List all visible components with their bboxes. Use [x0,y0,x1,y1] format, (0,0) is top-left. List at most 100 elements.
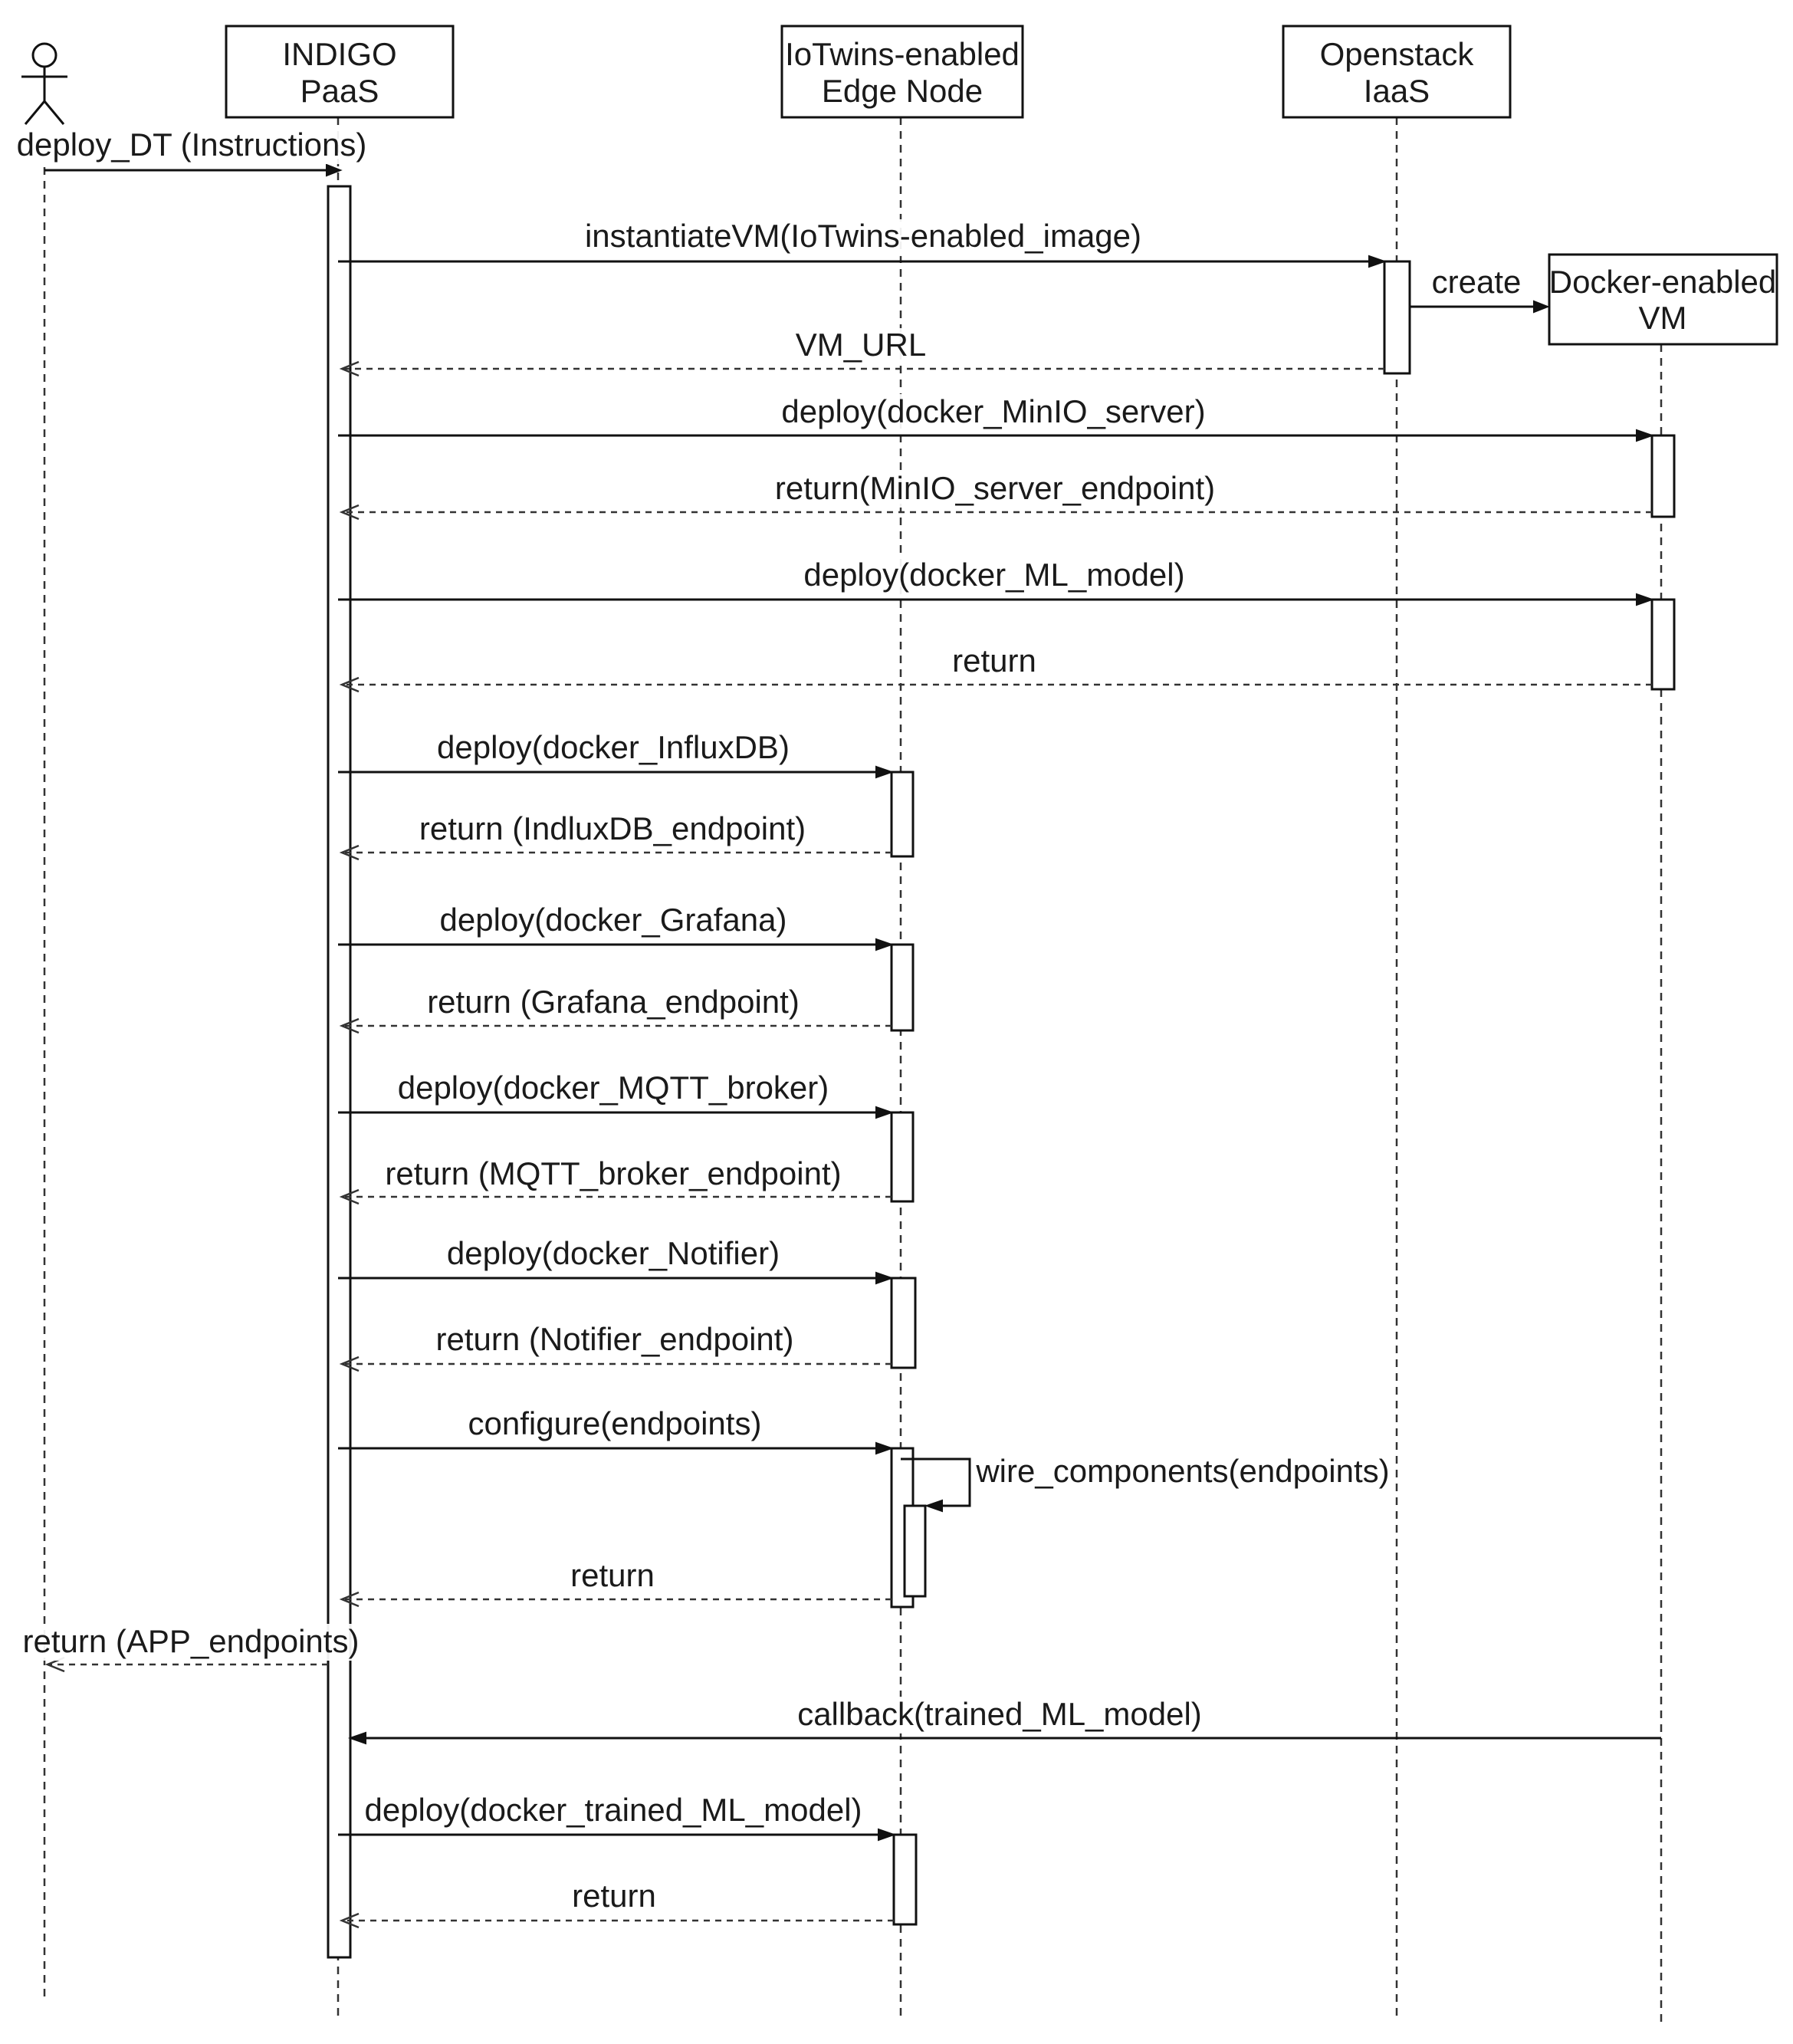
participant-label-line1: INDIGO [282,36,396,72]
label-background [776,471,1214,508]
edge-activation-mqtt [890,1111,915,1203]
participant-iaas: Openstack IaaS [1282,25,1512,119]
message-label: deploy(docker_ML_model) [803,557,1184,593]
participant-box [225,25,455,119]
arrow-head [326,163,343,177]
message-label: return (APP_endpoints) [23,1623,360,1659]
message-deploy-dt: deploy_DT (Instructions) [17,127,367,177]
participant-edge: IoTwins-enabled Edge Node [780,25,1024,119]
message-label: configure(endpoints) [468,1405,762,1441]
message-return-minio: return(MinIO_server_endpoint) [339,470,1652,521]
actor-leg-right [43,100,65,125]
message-return-mqtt: return (MQTT_broker_endpoint) [339,1155,892,1205]
message-deploy-grafana: deploy(docker_Grafana) [338,902,895,951]
label-background [420,811,805,848]
vm-activation-ml-model [1650,598,1676,691]
arrow-head [339,360,360,377]
label-background [469,1406,760,1443]
message-return-trained-model: return [339,1878,894,1929]
message-deploy-trained-model: deploy(docker_trained_ML_model) [338,1792,897,1842]
message-vm-url: VM_URL [339,327,1384,377]
participant-label-line1: Docker-enabled [1549,264,1777,300]
participant-label-line2: VM [1639,300,1687,336]
message-label: return (MQTT_broker_endpoint) [385,1155,841,1191]
arrow-head [875,1271,895,1285]
message-label: VM_URL [796,327,926,363]
label-background [977,1454,1389,1490]
actor-figure [21,42,67,125]
label-background [805,558,1184,595]
arrow-head [924,1499,943,1513]
participant-box [780,25,1024,119]
arrow-head [339,844,360,861]
label-background [20,127,363,164]
message-return-grafana: return (Grafana_endpoint) [339,984,892,1034]
message-label: wire_components(endpoints) [975,1453,1389,1489]
arrow-head [339,1912,360,1929]
participant-paas: INDIGO PaaS [225,25,455,119]
message-label: deploy(docker_MQTT_broker) [398,1070,829,1106]
message-deploy-notifier: deploy(docker_Notifier) [338,1235,895,1285]
label-background [448,1236,779,1273]
arrow-head [875,1106,895,1119]
label-background [569,1558,656,1595]
message-deploy-ml-model: deploy(docker_ML_model) [338,557,1655,606]
participant-label-line1: IoTwins-enabled [785,36,1020,72]
arrow-head [1636,593,1655,606]
arrow-head [339,1017,360,1034]
message-configure: configure(endpoints) [338,1405,895,1455]
message-label: return (Notifier_endpoint) [436,1321,794,1357]
participant-vm: Docker-enabled VM [1548,253,1778,346]
label-background [570,1878,658,1915]
arrow-head [875,938,895,951]
message-label: return [570,1557,655,1593]
message-label: deploy_DT (Instructions) [17,127,367,163]
arrow-head [875,1441,895,1455]
label-background [442,902,785,939]
arrow-head [878,1828,897,1842]
vm-activation-minio [1650,434,1676,518]
message-deploy-influxdb: deploy(docker_InfluxDB) [338,729,895,779]
label-background [782,394,1205,431]
message-label: return [572,1878,656,1914]
message-deploy-minio: deploy(docker_MinIO_server) [338,393,1655,442]
participant-label-line2: PaaS [300,73,379,109]
message-label: return (Grafana_endpoint) [427,984,800,1020]
message-label: deploy(docker_Grafana) [440,902,787,938]
participant-label-line2: Edge Node [822,73,983,109]
edge-activation-wire [903,1504,927,1598]
arrow-head [1636,429,1655,442]
arrow-head [1533,300,1550,314]
message-deploy-mqtt: deploy(docker_MQTT_broker) [338,1070,895,1119]
message-callback: callback(trained_ML_model) [347,1696,1661,1745]
edge-activation-influxdb [890,771,915,858]
message-label: return (IndluxDB_endpoint) [419,810,806,846]
label-background [796,328,926,365]
iaas-activation [1383,260,1411,375]
message-wire-components: wire_components(endpoints) [901,1453,1390,1513]
message-return-influxdb: return (IndluxDB_endpoint) [339,810,892,861]
message-return-ml-model: return [339,642,1652,693]
label-background [23,1624,359,1661]
label-background [438,1322,791,1359]
label-background [1427,265,1525,302]
edge-activation-notifier [890,1277,917,1369]
label-background [797,1697,1202,1733]
label-background [366,1793,860,1829]
arrow-head [1368,255,1387,268]
participant-box [1548,253,1778,346]
arrow-head [339,1188,360,1205]
message-label: deploy(docker_trained_ML_model) [364,1792,862,1828]
message-label: create [1432,264,1522,300]
message-label: deploy(docker_Notifier) [447,1235,780,1271]
participant-label-line1: Openstack [1320,36,1475,72]
message-label: deploy(docker_InfluxDB) [437,729,790,765]
label-background [400,1070,826,1107]
arrow-head [875,765,895,779]
message-instantiate-vm: instantiateVM(IoTwins-enabled_image) [338,218,1387,268]
edge-activation-grafana [890,943,915,1032]
label-background [426,984,800,1021]
message-label: return(MinIO_server_endpoint) [775,470,1215,506]
arrow-head [347,1731,366,1745]
label-background [386,1156,840,1193]
